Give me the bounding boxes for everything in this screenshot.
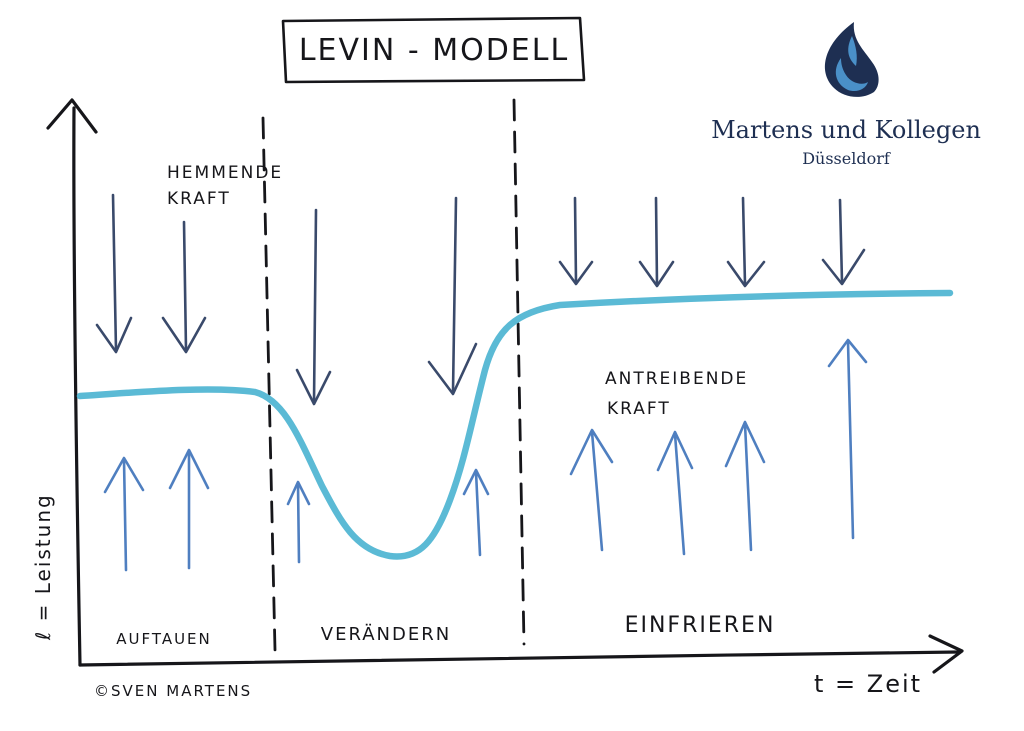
antreibende-arrow xyxy=(168,448,210,570)
axes xyxy=(46,98,964,674)
antreibende-arrow xyxy=(569,428,614,552)
flame-icon xyxy=(824,22,879,97)
antreibende-label-line2: KRAFT xyxy=(607,399,671,419)
antreibende-arrow xyxy=(827,338,868,540)
antreibende-arrow xyxy=(103,456,145,572)
flame-inner xyxy=(835,58,868,92)
brand-name: Martens und Kollegen xyxy=(711,116,981,144)
antreibende-arrow xyxy=(462,468,490,557)
x-axis-label: t = Zeit xyxy=(814,670,922,698)
hemmende-arrow xyxy=(726,196,766,288)
flame-highlight xyxy=(848,36,857,66)
title-box: LEVIN - MODELL xyxy=(281,16,586,84)
company-logo: Martens und Kollegen Düsseldorf xyxy=(711,22,981,168)
antreibende-arrow xyxy=(724,420,766,552)
hemmende-label-line1: HEMMENDE xyxy=(167,163,283,183)
hemmende-label-line2: KRAFT xyxy=(167,189,231,209)
hemmende-arrow xyxy=(821,198,866,286)
hemmende-arrow xyxy=(95,193,133,354)
x-axis xyxy=(78,650,960,667)
phase-separators xyxy=(261,98,526,652)
brand-city: Düsseldorf xyxy=(802,149,891,168)
antreibende-arrows xyxy=(103,338,868,572)
phase-label-veraendern: VERÄNDERN xyxy=(321,624,451,645)
hemmende-arrow xyxy=(161,220,207,354)
page-title: LEVIN - MODELL xyxy=(299,33,569,68)
x-axis-arrowhead xyxy=(928,634,964,674)
copyright-label: ©SVEN MARTENS xyxy=(94,682,252,700)
hemmende-arrow xyxy=(295,208,332,406)
title-frame xyxy=(281,16,586,84)
separator-left xyxy=(261,116,277,652)
antreibende-arrow xyxy=(656,430,694,556)
hemmende-arrow xyxy=(558,196,594,286)
y-axis xyxy=(72,106,82,667)
phase-label-auftauen: AUFTAUEN xyxy=(116,630,212,648)
antreibende-arrow xyxy=(286,480,311,564)
hemmende-arrows xyxy=(95,193,866,406)
antreibende-label-line1: ANTREIBENDE xyxy=(605,369,748,389)
hemmende-arrow xyxy=(638,196,675,288)
separator-right xyxy=(512,98,526,646)
phase-label-einfrieren: EINFRIEREN xyxy=(625,613,776,638)
y-axis-label: ℓ = Leistung xyxy=(31,493,55,641)
performance-curve xyxy=(76,289,954,560)
hemmende-arrow xyxy=(427,196,478,396)
y-axis-arrowhead xyxy=(46,98,98,134)
